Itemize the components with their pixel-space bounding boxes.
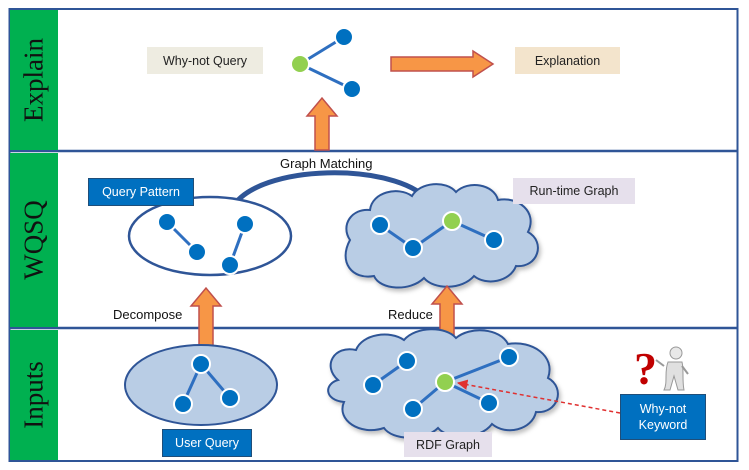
rdf-graph-box: RDF Graph [404,432,492,457]
reduce-label: Reduce [388,307,433,322]
query-pattern-box: Query Pattern [88,178,194,206]
layer-band-inputs: Inputs [10,330,58,460]
graph-matching-curve-arrow [229,170,430,210]
why-not-query-box: Why-not Query [147,47,263,74]
graph-node [187,242,207,262]
why-not-query-label: Why-not Query [162,53,248,68]
graph-node [499,347,519,367]
why-not-keyword-label-line1: Why-not [639,402,687,416]
question-figure-icon: ? [634,343,689,394]
runtime-graph [370,211,504,258]
graph-matching-label: Graph Matching [280,156,373,171]
graph-node [397,351,417,371]
arrow-decompose [189,286,223,347]
user-query-ellipse [124,344,278,426]
graph-node [370,215,390,235]
graph-node-highlight [442,211,462,231]
rdf-graph-label: RDF Graph [416,437,480,452]
decompose-label: Decompose [113,307,183,322]
rdf-graph [363,347,519,419]
graph-node-highlight [435,372,455,392]
graph-node [403,399,423,419]
query-pattern-label: Query Pattern [102,185,180,199]
graph-node-highlight [290,54,310,74]
graph-node [363,375,383,395]
graph-node [220,255,240,275]
why-not-keyword-box: Why-not Keyword [620,394,706,440]
arrow-to-explanation [390,49,495,79]
graph-node [157,212,177,232]
layer-band-explain: Explain [10,10,58,150]
runtime-graph-cloud [344,183,539,289]
query-pattern-ellipse [127,195,293,277]
user-query-box: User Query [162,429,252,457]
svg-text:?: ? [634,343,657,394]
why-not-keyword-label-line2: Keyword [638,418,688,432]
graph-node [484,230,504,250]
arrow-up-to-explain [305,96,339,151]
graph-node [235,214,255,234]
graph-node [342,79,362,99]
graph-node [220,388,240,408]
explanation-label: Explanation [534,53,601,68]
layer-band-wqsq: WQSQ [10,153,58,327]
graph-node [479,393,499,413]
why-not-query-graph [290,27,362,99]
runtime-graph-box: Run-time Graph [513,178,635,204]
runtime-graph-label: Run-time Graph [529,184,619,198]
user-query-label: User Query [175,436,239,450]
graph-node [334,27,354,47]
graph-node [403,238,423,258]
graph-node [173,394,193,414]
graph-node [191,354,211,374]
explanation-box: Explanation [515,47,620,74]
